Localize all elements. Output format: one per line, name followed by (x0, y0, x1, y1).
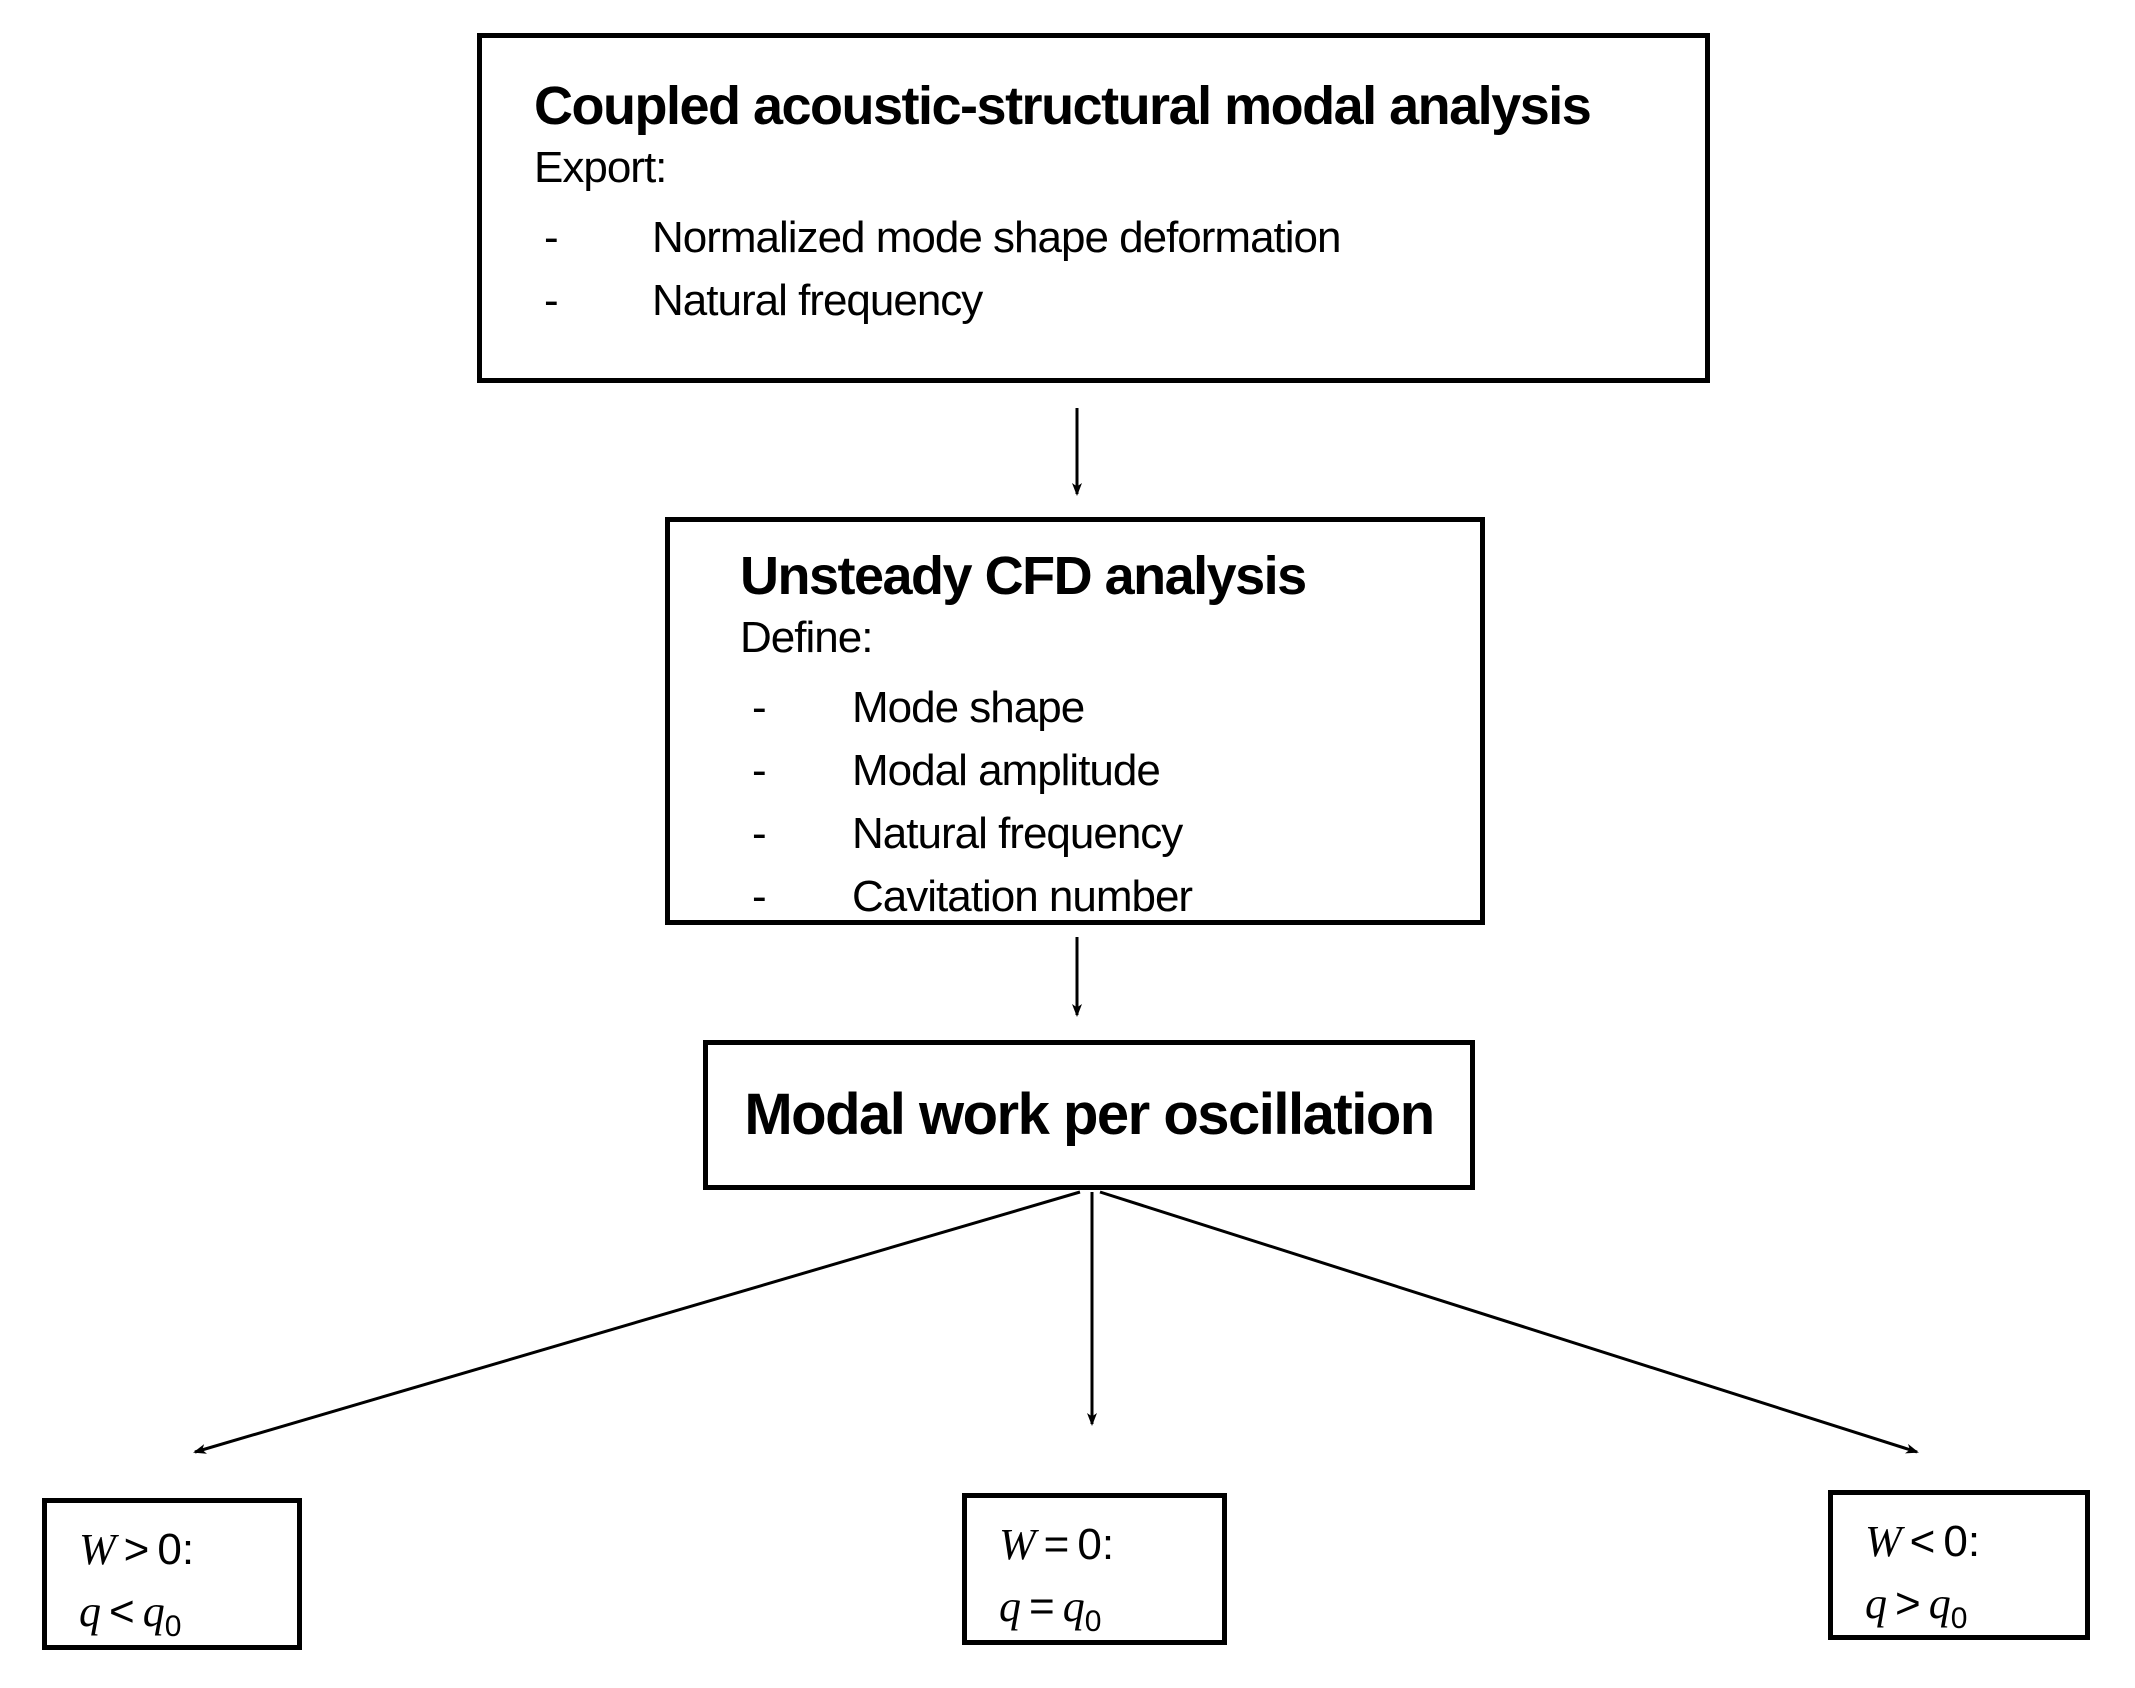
modal-analysis-export-list: - Normalized mode shape deformation - Na… (534, 206, 1675, 332)
cfd-analysis-title: Unsteady CFD analysis (740, 546, 1307, 606)
list-item: - Mode shape (740, 676, 1460, 739)
cfd-define-list: - Mode shape - Modal amplitude - Natural… (740, 676, 1460, 928)
list-item: - Cavitation number (740, 865, 1460, 928)
list-item-text: Modal amplitude (852, 746, 1161, 795)
modal-work-box: Modal work per oscillation (703, 1040, 1475, 1190)
variable-w: W (79, 1525, 116, 1574)
bullet-dash: - (752, 746, 767, 795)
result-line: q<q0 (79, 1581, 297, 1658)
variable-q: q (999, 1582, 1021, 1631)
bullet-dash: - (752, 809, 767, 858)
condition-line: W<0: (1865, 1511, 2085, 1573)
operator: = (1029, 1582, 1055, 1631)
list-item: - Natural frequency (740, 802, 1460, 865)
result-line: q=q0 (999, 1576, 1222, 1653)
subscript-zero: 0 (1950, 1602, 1968, 1635)
outcome-box-w-negative: W<0: q>q0 (1828, 1490, 2090, 1640)
list-item-text: Natural frequency (652, 276, 983, 325)
variable-q: q (1865, 1579, 1887, 1628)
cfd-define-label: Define: (740, 613, 873, 662)
modal-analysis-export-label: Export: (534, 143, 667, 192)
operator: < (109, 1587, 135, 1636)
list-item: - Normalized mode shape deformation (534, 206, 1675, 269)
modal-analysis-title: Coupled acoustic-structural modal analys… (534, 76, 1592, 136)
variable-q0: q (1928, 1579, 1951, 1628)
list-item: - Natural frequency (534, 269, 1675, 332)
subscript-zero: 0 (164, 1610, 182, 1643)
value: 0: (157, 1525, 195, 1574)
bullet-dash: - (752, 872, 767, 921)
variable-q: q (79, 1587, 101, 1636)
list-item-text: Mode shape (852, 683, 1085, 732)
bullet-dash: - (544, 213, 559, 262)
variable-w: W (1865, 1517, 1902, 1566)
modal-work-title: Modal work per oscillation (744, 1082, 1435, 1147)
list-item: - Modal amplitude (740, 739, 1460, 802)
operator: > (1895, 1579, 1921, 1628)
outcome-box-w-positive: W>0: q<q0 (42, 1498, 302, 1650)
operator: < (1909, 1517, 1936, 1566)
bullet-dash: - (752, 683, 767, 732)
variable-w: W (999, 1520, 1036, 1569)
value: 0: (1077, 1520, 1115, 1569)
modal-analysis-box: Coupled acoustic-structural modal analys… (477, 33, 1710, 383)
condition-line: W=0: (999, 1514, 1222, 1576)
list-item-text: Natural frequency (852, 809, 1183, 858)
value: 0: (1943, 1517, 1981, 1566)
result-line: q>q0 (1865, 1573, 2085, 1650)
operator: > (123, 1525, 150, 1574)
list-item-text: Cavitation number (852, 872, 1193, 921)
cfd-analysis-box: Unsteady CFD analysis Define: - Mode sha… (665, 517, 1485, 925)
list-item-text: Normalized mode shape deformation (652, 213, 1341, 262)
outcome-box-w-zero: W=0: q=q0 (962, 1493, 1227, 1645)
variable-q0: q (142, 1587, 165, 1636)
subscript-zero: 0 (1084, 1605, 1102, 1638)
variable-q0: q (1062, 1582, 1085, 1631)
arrow-work-to-right-outcome (1099, 1190, 1919, 1454)
condition-line: W>0: (79, 1519, 297, 1581)
operator: = (1043, 1520, 1070, 1569)
arrow-work-to-left-outcome (193, 1190, 1081, 1454)
bullet-dash: - (544, 276, 559, 325)
